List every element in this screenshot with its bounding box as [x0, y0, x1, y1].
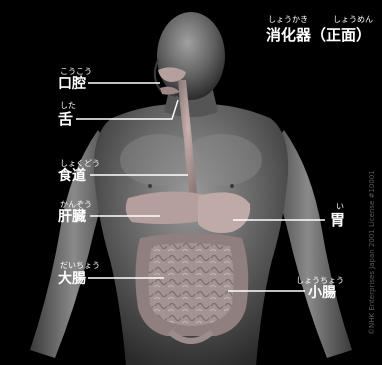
label-mouth-text: 口腔: [58, 75, 86, 92]
title-text: 消化器（正面）: [266, 26, 371, 44]
label-mouth-ruby: こうこう: [60, 67, 92, 76]
label-tongue-text: 舌: [58, 110, 73, 128]
label-esophagus-ruby: しょくどう: [60, 159, 100, 168]
label-stomach-text: 胃: [330, 211, 345, 229]
label-stomach-ruby: い: [336, 202, 344, 211]
title-ruby-right: しょうめん: [333, 15, 373, 24]
label-esophagus-text: 食道: [58, 167, 86, 184]
title-ruby-left: しょうかき: [268, 15, 308, 24]
label-tongue-ruby: した: [60, 101, 76, 110]
label-colon-ruby: だいちょう: [60, 261, 100, 270]
label-liver-ruby: かんぞう: [60, 200, 92, 209]
label-small-intestine-ruby: しょうちょう: [296, 276, 344, 285]
copyright-credit: ©NHK Enterprises Japan 2001 License #100…: [368, 170, 376, 335]
label-small-intestine-text: 小腸: [308, 284, 336, 301]
label-liver-text: 肝臓: [58, 208, 86, 225]
label-colon-text: 大腸: [58, 270, 86, 287]
